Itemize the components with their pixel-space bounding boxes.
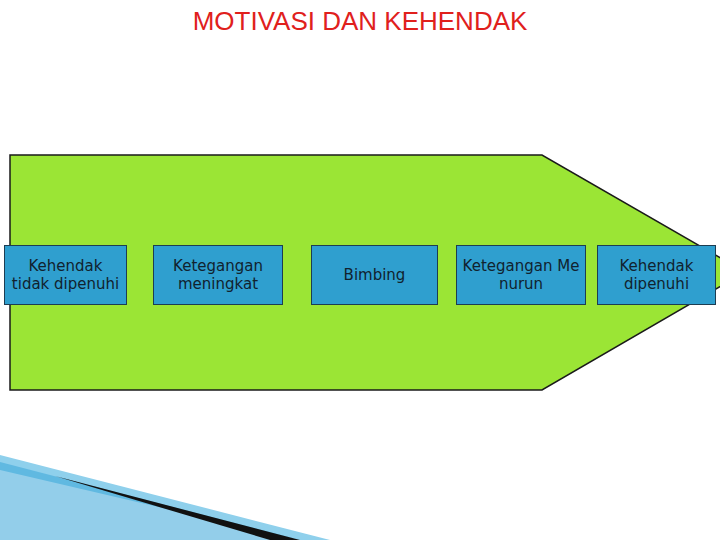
box-label: Ketegangan Me nurun — [461, 257, 581, 293]
box-label: Kehendak tidak dipenuhi — [9, 257, 122, 293]
process-box: Kehendak tidak dipenuhi — [4, 245, 127, 305]
swoosh-black — [55, 476, 300, 540]
box-label: Ketegangan meningkat — [158, 257, 278, 293]
process-box: Bimbing — [311, 245, 438, 305]
box-label: Bimbing — [344, 266, 406, 284]
diagram-title: MOTIVASI DAN KEHENDAK — [0, 6, 720, 37]
swoosh-light — [0, 455, 330, 540]
swoosh-blue — [0, 462, 300, 540]
process-box: Kehendak dipenuhi — [597, 245, 716, 305]
process-box: Ketegangan meningkat — [153, 245, 283, 305]
process-box: Ketegangan Me nurun — [456, 245, 586, 305]
box-label: Kehendak dipenuhi — [602, 257, 711, 293]
